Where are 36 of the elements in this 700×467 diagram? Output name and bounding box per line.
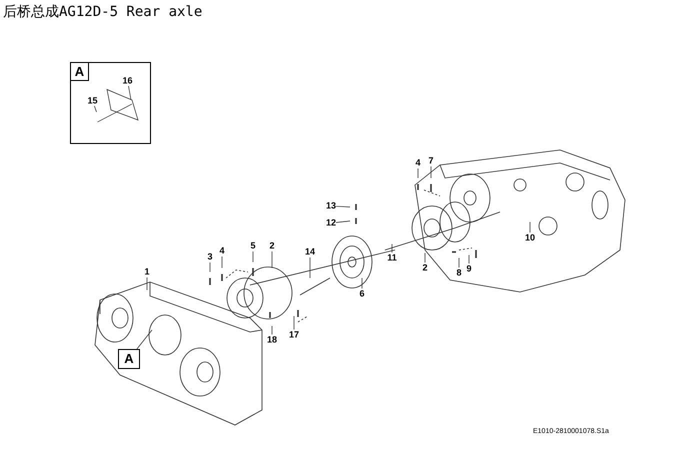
leader-line xyxy=(458,258,460,268)
callout-number: 13 xyxy=(326,200,336,212)
leader-line xyxy=(136,330,152,350)
callout-number: 11 xyxy=(387,252,397,264)
leader-line xyxy=(336,206,350,208)
leader-line xyxy=(430,166,432,178)
seal-drawing xyxy=(96,88,138,122)
callout-number: 10 xyxy=(525,232,535,244)
callout-number: 18 xyxy=(267,334,277,346)
callout-number: 3 xyxy=(208,252,212,262)
callout-number: 2 xyxy=(422,262,428,274)
leader-line xyxy=(252,251,254,262)
leader-line xyxy=(468,254,470,264)
callout-number: 15 xyxy=(88,95,98,106)
callout-number: 2 xyxy=(270,240,274,252)
callout-number: 17 xyxy=(289,330,299,340)
view-label: A xyxy=(118,349,140,369)
leader-line xyxy=(424,252,426,263)
callout-number: 4 xyxy=(220,246,224,256)
title: 后桥总成AG12D-5 Rear axle xyxy=(3,3,202,21)
callout-number: 12 xyxy=(326,218,336,228)
callout-number: 9 xyxy=(466,264,472,274)
leader-line xyxy=(146,277,148,290)
callout-number: 8 xyxy=(456,268,462,278)
detail-frame xyxy=(70,62,151,144)
callout-number: 4 xyxy=(416,158,420,168)
callout-number: 5 xyxy=(250,240,256,252)
leader-line xyxy=(128,86,132,100)
callout-number: 16 xyxy=(122,75,132,86)
callout-number: 6 xyxy=(360,288,364,300)
callout-number: 14 xyxy=(305,246,315,258)
leader-line xyxy=(94,106,97,112)
callout-number: 1 xyxy=(144,266,150,278)
leader-line xyxy=(336,220,350,223)
callout-number: 7 xyxy=(428,156,434,166)
detail-label: A xyxy=(71,63,89,81)
